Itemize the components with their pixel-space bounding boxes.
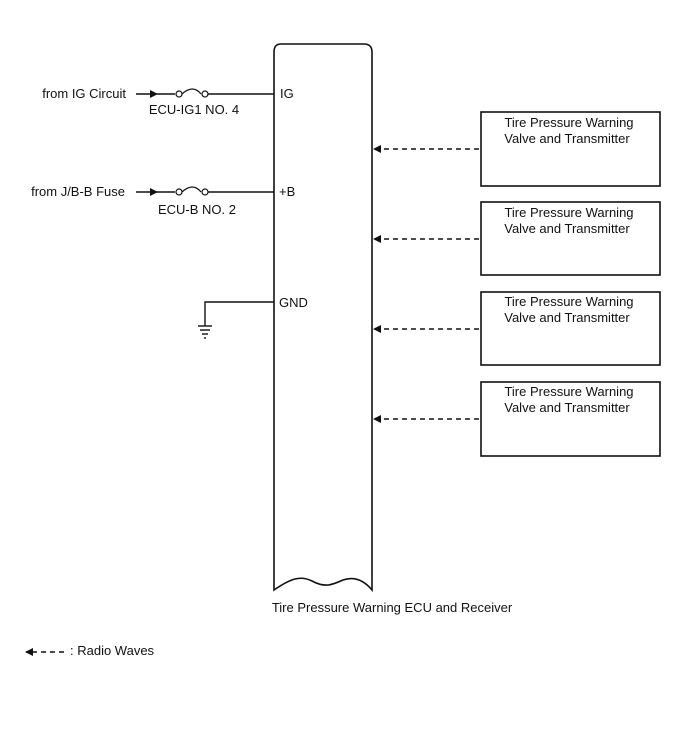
- ecu-body: [273, 43, 373, 593]
- transmitter-2-line1: Tire Pressure Warning: [504, 205, 633, 220]
- ground-icon: [198, 301, 274, 339]
- transmitter-3-line2: Valve and Transmitter: [504, 310, 630, 325]
- transmitter-4: Tire Pressure Warning Valve and Transmit…: [373, 381, 661, 457]
- pin-gnd-label: GND: [279, 295, 308, 310]
- ecu-label: Tire Pressure Warning ECU and Receiver: [272, 600, 513, 615]
- transmitter-4-line2: Valve and Transmitter: [504, 400, 630, 415]
- transmitter-1-line1: Tire Pressure Warning: [504, 115, 633, 130]
- transmitter-1-line2: Valve and Transmitter: [504, 131, 630, 146]
- transmitter-4-line1: Tire Pressure Warning: [504, 384, 633, 399]
- pin-b-label: +B: [279, 184, 295, 199]
- transmitter-2: Tire Pressure Warning Valve and Transmit…: [373, 201, 661, 276]
- ig-fuse-icon: [157, 88, 274, 98]
- b-fuse-label: ECU-B NO. 2: [158, 202, 236, 217]
- b-source-label: from J/B-B Fuse: [31, 184, 125, 199]
- transmitter-1: Tire Pressure Warning Valve and Transmit…: [373, 111, 661, 187]
- b-fuse-icon: [157, 186, 274, 196]
- pin-ig-label: IG: [280, 86, 294, 101]
- legend: : Radio Waves: [25, 643, 155, 658]
- ig-fuse-label: ECU-IG1 NO. 4: [149, 102, 239, 117]
- transmitter-3-line1: Tire Pressure Warning: [504, 294, 633, 309]
- legend-radio-waves-label: : Radio Waves: [70, 643, 155, 658]
- transmitter-3: Tire Pressure Warning Valve and Transmit…: [373, 291, 661, 366]
- transmitter-2-line2: Valve and Transmitter: [504, 221, 630, 236]
- ig-source-label: from IG Circuit: [42, 86, 126, 101]
